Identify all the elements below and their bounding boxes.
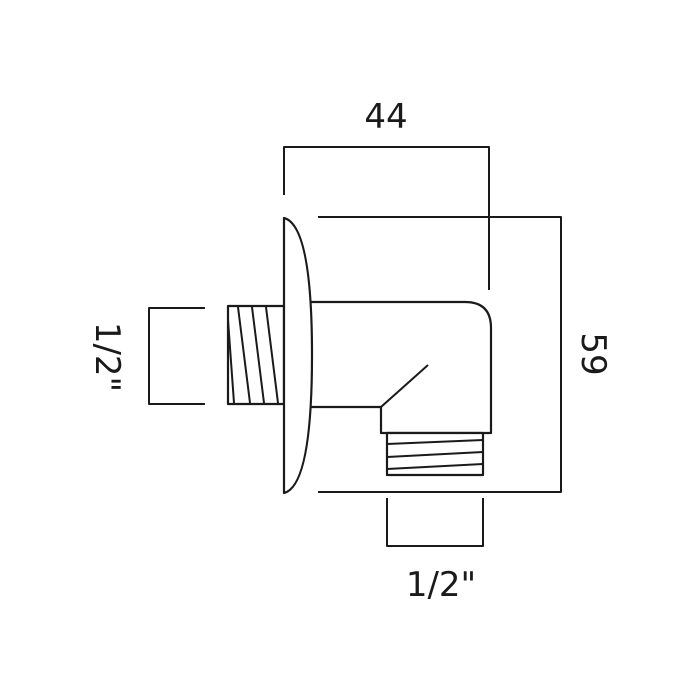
outlet-thread-dimension-line <box>386 498 484 547</box>
width-dimension-label: 44 <box>364 97 407 137</box>
outlet-thread-dimension: 1/2" <box>386 498 484 605</box>
inlet-thread-lines <box>227 306 279 404</box>
elbow-inner-chamfer <box>380 364 429 408</box>
elbow-body <box>298 300 493 435</box>
inlet-thread-dimension: 1/2" <box>87 307 205 405</box>
inlet-thread-dimension-line <box>148 307 205 405</box>
height-dimension: 59 <box>318 216 613 493</box>
outlet-thread-lines <box>386 439 484 470</box>
inlet-thread <box>226 304 286 406</box>
width-dimension: 44 <box>283 97 490 290</box>
height-dimension-line <box>318 216 562 493</box>
height-dimension-label: 59 <box>573 332 613 375</box>
inlet-thread-body <box>226 304 286 406</box>
outlet-thread <box>385 431 485 477</box>
inlet-thread-dimension-label: 1/2" <box>87 322 127 392</box>
wall-flange <box>282 216 314 495</box>
outlet-thread-dimension-label: 1/2" <box>406 565 476 605</box>
width-dimension-line <box>283 146 490 290</box>
